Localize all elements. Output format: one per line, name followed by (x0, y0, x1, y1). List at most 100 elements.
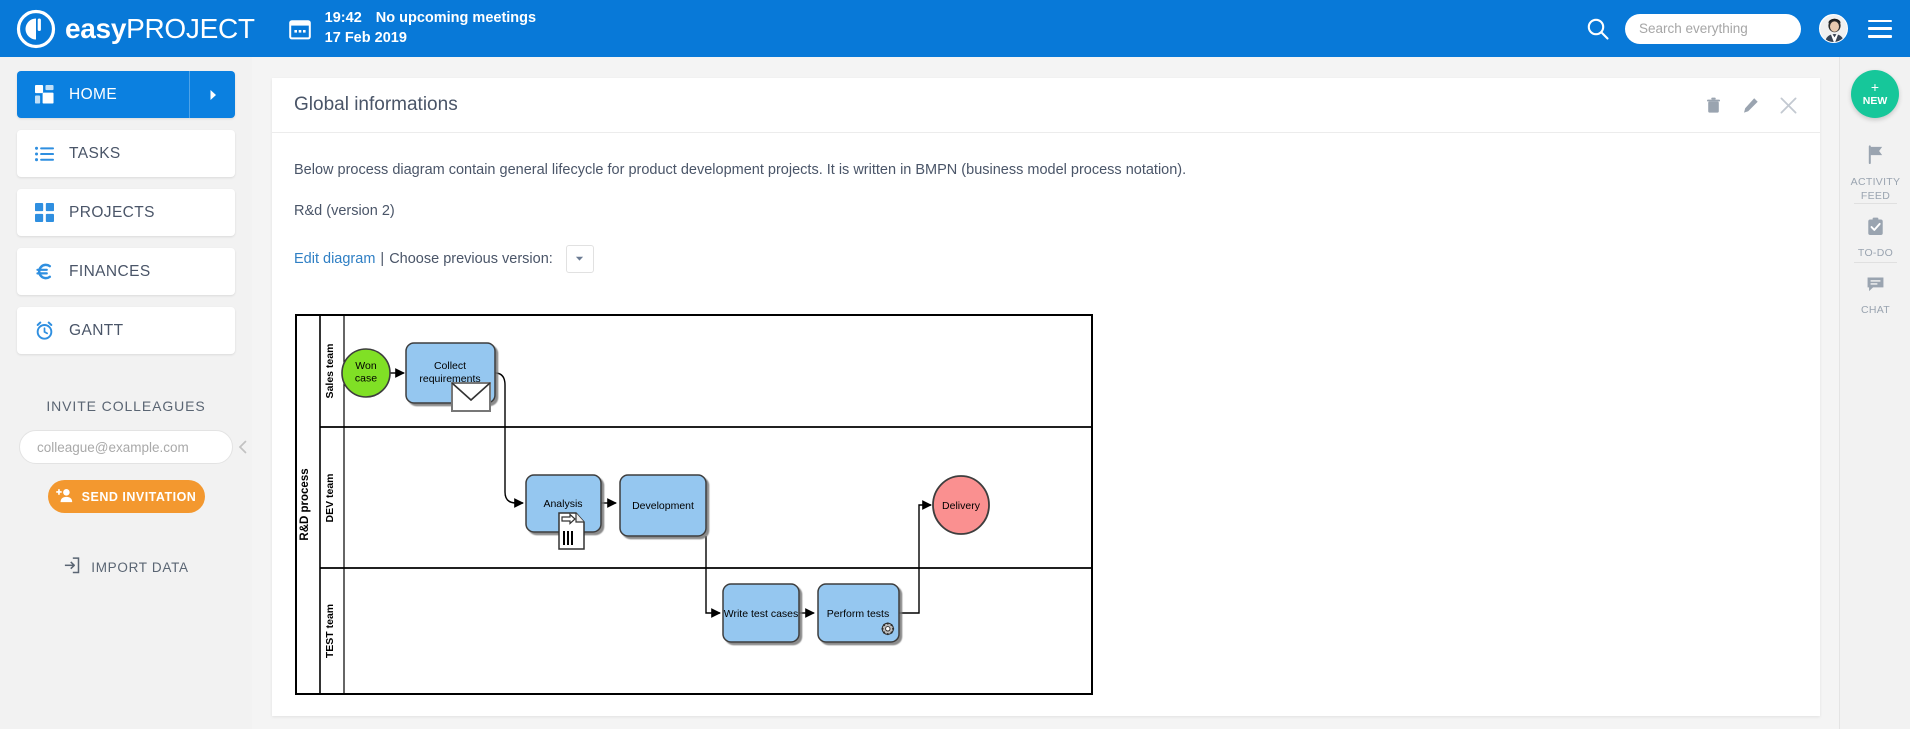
upcoming-meetings: No upcoming meetings (375, 9, 537, 26)
logo-bold: easy (65, 12, 127, 44)
left-sidebar: HOME TASKS PROJECTS (0, 57, 252, 729)
pool-label: R&D process (299, 469, 311, 541)
node-label: Collect (434, 360, 466, 372)
todo-label: TO-DO (1857, 247, 1894, 259)
page-title: Global informations (294, 94, 458, 115)
chevron-left-icon[interactable] (234, 438, 252, 456)
chevron-down-icon (575, 251, 584, 267)
flow-collect-to-analysis (494, 372, 524, 509)
send-invitation-button[interactable]: SEND INVITATION (47, 480, 205, 513)
node-won-case[interactable]: Won case (341, 348, 391, 399)
node-label: Perform tests (827, 608, 889, 620)
version-select[interactable] (565, 245, 594, 274)
node-label: case (355, 373, 377, 385)
hamburger-menu-icon[interactable] (1868, 19, 1892, 38)
logo-text: easyPROJECT (65, 13, 255, 45)
lane-label-test-team: TEST team (324, 604, 336, 658)
current-date: 17 Feb 2019 (324, 29, 407, 46)
activity-feed-label: ACTIVITY FEED (1850, 176, 1901, 203)
node-label: Analysis (543, 498, 582, 510)
divider (1854, 262, 1897, 263)
node-label: Write test cases (724, 608, 799, 620)
search-icon[interactable] (1585, 16, 1611, 42)
todo-button[interactable]: TO-DO (1840, 217, 1910, 259)
message-envelope-icon (451, 382, 491, 413)
sidebar-item-label: GANTT (69, 321, 124, 339)
sidebar-item-label: HOME (69, 85, 118, 103)
bpmn-diagram: R&D process Sales team DEV team TEST tea… (294, 313, 1798, 696)
edit-diagram-link[interactable]: Edit diagram (294, 251, 376, 268)
lane-label-dev-team: DEV team (324, 474, 336, 523)
version-line: R&d (version 2) (294, 203, 395, 220)
calendar-block[interactable]: 19:42 No upcoming meetings 17 Feb 2019 (288, 9, 537, 48)
flow-perform-to-delivery (899, 500, 932, 615)
list-icon (32, 146, 56, 162)
sidebar-item-label: PROJECTS (69, 203, 155, 221)
logo-light: PROJECT (126, 12, 255, 44)
separator: | (380, 251, 385, 268)
sidebar-item-label: TASKS (69, 144, 121, 162)
node-analysis[interactable]: Analysis (525, 474, 602, 551)
invite-email-input[interactable] (19, 430, 233, 464)
add-user-icon (55, 488, 73, 506)
pencil-icon[interactable] (1742, 97, 1759, 114)
calendar-icon (288, 18, 311, 40)
panel-body: Below process diagram contain general li… (272, 133, 1820, 716)
easy-project-logo-icon (16, 9, 56, 49)
chat-label: CHAT (1860, 304, 1890, 316)
node-collect-requirements[interactable]: Collect requirements (405, 342, 496, 413)
close-icon[interactable] (1779, 96, 1798, 115)
activity-feed-button[interactable]: ACTIVITY FEED (1840, 145, 1910, 203)
app-logo[interactable]: easyPROJECT (16, 9, 255, 49)
sidebar-item-label: FINANCES (69, 262, 151, 280)
top-bar: easyPROJECT 19:42 No upcoming meetings 17… (0, 0, 1910, 57)
node-label: Won (355, 360, 377, 372)
sidebar-item-projects[interactable]: PROJECTS (17, 189, 235, 236)
home-expand-arrow[interactable] (189, 71, 235, 118)
node-label: Development (632, 500, 694, 512)
search-input[interactable] (1639, 21, 1787, 36)
euro-icon (32, 262, 56, 281)
import-data-label: IMPORT DATA (91, 559, 189, 575)
panel-header: Global informations (272, 78, 1820, 133)
node-development[interactable]: Development (619, 474, 707, 538)
grid-squares-icon (32, 203, 56, 222)
sidebar-item-home[interactable]: HOME (17, 71, 235, 118)
script-document-icon (558, 512, 585, 551)
flow-development-to-write-tests (705, 536, 721, 619)
node-delivery[interactable]: Delivery (932, 475, 990, 536)
current-time: 19:42 (324, 9, 362, 26)
trash-icon[interactable] (1705, 97, 1722, 114)
chat-bubble-icon (1866, 276, 1885, 298)
avatar[interactable] (1819, 14, 1848, 43)
invite-colleagues-title: INVITE COLLEAGUES (46, 398, 206, 414)
choose-previous-version-label: Choose previous version: (389, 251, 553, 268)
sidebar-item-tasks[interactable]: TASKS (17, 130, 235, 177)
node-write-test-cases[interactable]: Write test cases (722, 583, 800, 644)
right-sidebar: + NEW ACTIVITY FEED TO-DO (1839, 57, 1910, 729)
gear-service-icon (881, 622, 895, 636)
top-bar-right (1585, 13, 1892, 44)
chat-button[interactable]: CHAT (1840, 276, 1910, 316)
version-controls-row: Edit diagram | Choose previous version: (294, 245, 1798, 274)
import-data-button[interactable]: IMPORT DATA (0, 557, 252, 577)
send-invitation-label: SEND INVITATION (81, 489, 197, 504)
invite-input-row (0, 430, 252, 464)
new-button-label: NEW (1862, 94, 1888, 107)
panel-actions (1705, 96, 1798, 115)
dashboard-grid-icon (32, 85, 56, 104)
sidebar-item-finances[interactable]: FINANCES (17, 248, 235, 295)
lane-label-sales-team: Sales team (324, 344, 336, 399)
bpmn-diagram-svg: R&D process Sales team DEV team TEST tea… (295, 314, 1093, 696)
node-label: Delivery (942, 500, 981, 512)
node-perform-tests[interactable]: Perform tests (817, 583, 900, 644)
sidebar-item-gantt[interactable]: GANTT (17, 307, 235, 354)
description-paragraph: Below process diagram contain general li… (294, 162, 1187, 178)
flag-icon (1866, 145, 1885, 169)
search-box[interactable] (1625, 13, 1801, 44)
import-arrow-icon (63, 557, 80, 577)
clipboard-check-icon (1866, 217, 1885, 241)
main-content: Global informations (252, 57, 1839, 729)
global-informations-panel: Global informations (272, 78, 1820, 717)
new-button[interactable]: + NEW (1851, 70, 1899, 118)
